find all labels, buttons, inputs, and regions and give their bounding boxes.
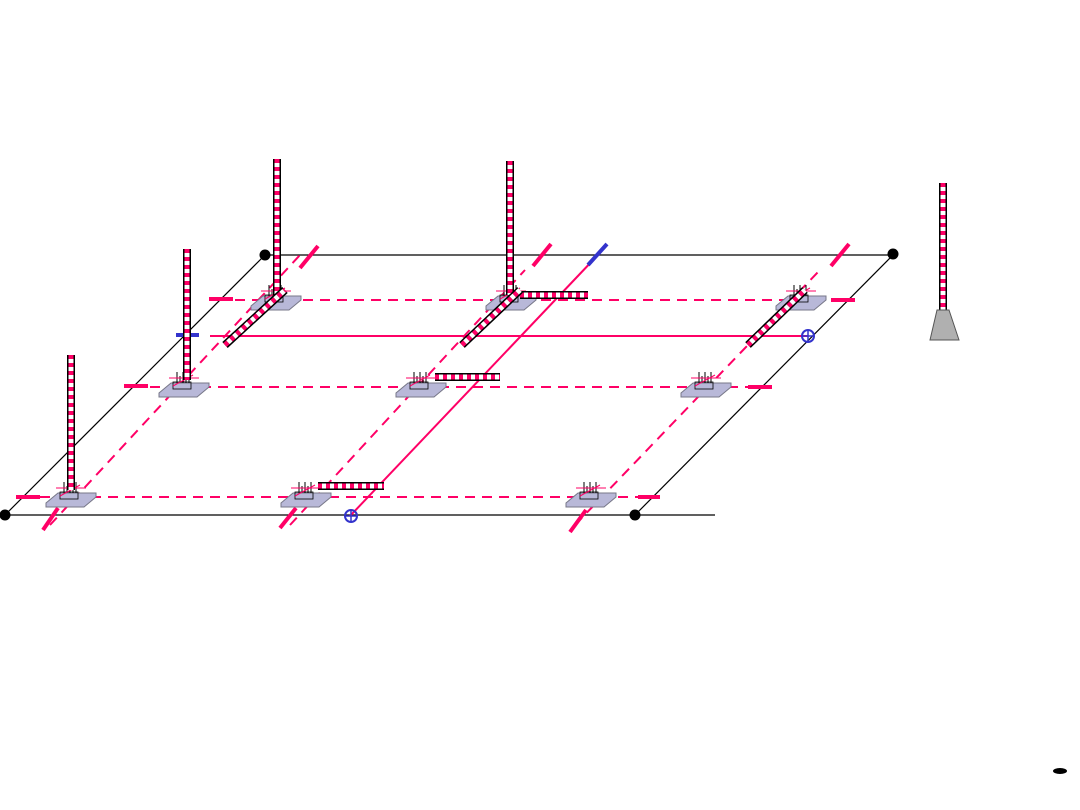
legend-column-base (929, 309, 960, 341)
footing-rebar (694, 374, 716, 387)
footing-pad (395, 382, 447, 398)
diagonal-brace-pattern-alt (746, 288, 807, 347)
grid-tick-marker (531, 242, 553, 268)
footing-pad (158, 382, 210, 398)
footing-rebar (59, 484, 81, 497)
grid-tick-marker-blue (586, 242, 609, 267)
diagonal-brace-pattern (746, 288, 807, 347)
footing-rebar (409, 374, 431, 387)
diagonal-brace-pattern (460, 288, 522, 347)
footing (280, 482, 332, 508)
grid-intersection-marker (344, 509, 358, 523)
grid-tick-marker (829, 242, 851, 268)
grid-tick-marker (298, 244, 320, 270)
grid-tick-marker (41, 506, 60, 532)
frame-node (259, 249, 271, 261)
frame-node (0, 509, 11, 521)
footing-pad (565, 492, 617, 508)
footing-pad (280, 492, 332, 508)
grid-intersection-marker (801, 329, 815, 343)
diagonal-brace (222, 287, 288, 348)
diagonal-brace-pattern-alt (460, 288, 522, 347)
diagonal-brace-pattern (223, 288, 287, 347)
diagonal-brace (745, 287, 808, 348)
footing-pad (680, 382, 732, 398)
footing-pad (45, 492, 97, 508)
grid-tick-marker (278, 506, 298, 530)
grid-column-solid (349, 257, 596, 517)
footing-rebar (579, 484, 601, 497)
diagonal-brace-pattern-alt (223, 288, 287, 347)
footing (565, 482, 617, 508)
footing (680, 372, 732, 398)
frame-node (887, 248, 899, 260)
frame-node (629, 509, 641, 521)
diagonal-brace (459, 287, 523, 348)
footing (395, 372, 447, 398)
corner-logo-mark (1053, 768, 1067, 774)
grid-tick-marker (568, 508, 588, 534)
footing-rebar (294, 484, 316, 497)
